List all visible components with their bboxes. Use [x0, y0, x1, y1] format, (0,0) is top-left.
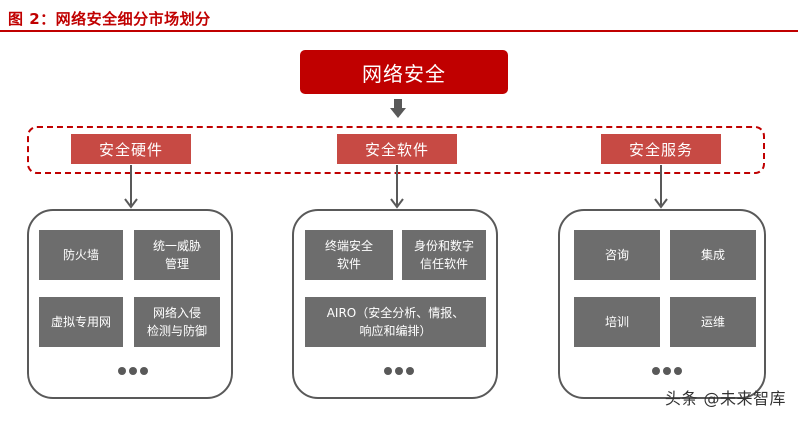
more-items-ellipsis-icon: [652, 367, 682, 379]
title-rule: [0, 30, 798, 32]
software-arrow-icon: [390, 165, 404, 209]
more-items-ellipsis-icon: [384, 367, 414, 379]
services-group: 咨询 集成 培训 运维: [558, 209, 766, 399]
software-item: AIRO（安全分析、情报、 响应和编排）: [305, 297, 486, 347]
services-item: 集成: [670, 230, 756, 280]
category-software: 安全软件: [337, 134, 457, 164]
category-services: 安全服务: [601, 134, 721, 164]
services-item: 运维: [670, 297, 756, 347]
hardware-item: 防火墙: [39, 230, 123, 280]
more-items-ellipsis-icon: [118, 367, 148, 379]
hardware-item: 虚拟专用网: [39, 297, 123, 347]
software-item: 身份和数字 信任软件: [402, 230, 486, 280]
source-watermark: 头条 @未来智库: [664, 389, 786, 408]
services-arrow-icon: [654, 165, 668, 209]
category-hardware: 安全硬件: [71, 134, 191, 164]
figure-title: 图 2：网络安全细分市场划分: [8, 10, 211, 28]
software-group: 终端安全 软件 身份和数字 信任软件 AIRO（安全分析、情报、 响应和编排）: [292, 209, 498, 399]
services-item: 咨询: [574, 230, 660, 280]
hardware-group: 防火墙 统一威胁 管理 虚拟专用网 网络入侵 检测与防御: [27, 209, 233, 399]
software-item: 终端安全 软件: [305, 230, 393, 280]
hardware-item: 网络入侵 检测与防御: [134, 297, 220, 347]
root-down-arrow-icon: [390, 99, 406, 118]
root-node: 网络安全: [300, 50, 508, 94]
hardware-item: 统一威胁 管理: [134, 230, 220, 280]
services-item: 培训: [574, 297, 660, 347]
hardware-arrow-icon: [124, 165, 138, 209]
